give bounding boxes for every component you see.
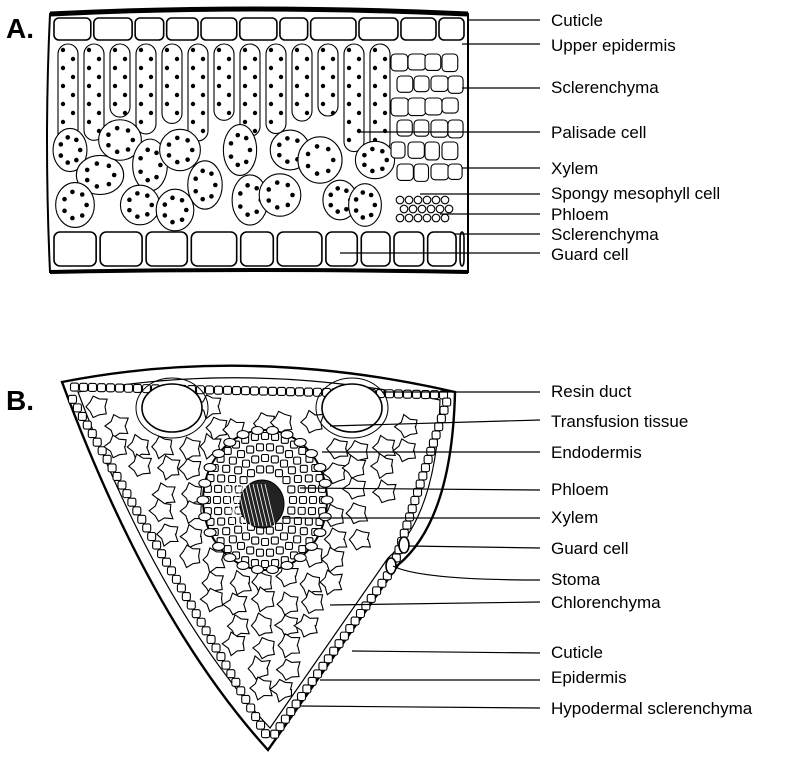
label-cuticle-b: Cuticle (551, 643, 603, 662)
lower-epidermis-cell (146, 232, 187, 266)
panel-b-needle-section (62, 366, 455, 750)
guard-cell-b1 (399, 537, 409, 553)
panel-b-letter: B. (6, 385, 34, 416)
label-palisade-cell: Palisade cell (551, 123, 646, 142)
lower-epidermis-cell (394, 232, 424, 266)
lower-epidermis-cell (54, 232, 96, 266)
label-guard-cell-b: Guard cell (551, 539, 628, 558)
palisade-cell (214, 44, 234, 120)
label-resin-duct: Resin duct (551, 382, 632, 401)
epidermis-cell (94, 18, 132, 40)
epidermis-cell (167, 18, 198, 40)
palisade-cell (136, 44, 156, 134)
label-phloem-a: Phloem (551, 205, 609, 224)
panel-a-leaf-section (47, 9, 468, 272)
lower-epidermis-cell (241, 232, 274, 266)
epidermis-cell (359, 18, 398, 40)
lower-epidermis-cell (100, 232, 142, 266)
epidermis-cell (201, 18, 237, 40)
epidermis-cell (401, 18, 436, 40)
palisade-cell (266, 44, 286, 133)
label-guard-cell-a: Guard cell (551, 245, 628, 264)
palisade-cell (162, 44, 182, 123)
lower-epidermis-cell (428, 232, 456, 266)
lower-epidermis-cells (54, 232, 464, 266)
guard-cell-b2 (386, 558, 396, 574)
label-spongy-mesophyll-cell: Spongy mesophyll cell (551, 184, 720, 203)
lower-epidermis-cell (326, 232, 357, 266)
label-sclerenchyma-a2: Sclerenchyma (551, 225, 659, 244)
panel-a-labels: Cuticle Upper epidermis Sclerenchyma Pal… (551, 11, 720, 264)
epidermis-cell (439, 18, 464, 40)
palisade-cell (292, 44, 312, 121)
label-hypodermal-sclerenchyma: Hypodermal sclerenchyma (551, 699, 753, 718)
panel-a-letter: A. (6, 13, 34, 44)
palisade-cell (370, 44, 390, 153)
label-transfusion-tissue: Transfusion tissue (551, 412, 688, 431)
epidermis-cell (240, 18, 277, 40)
label-endodermis: Endodermis (551, 443, 642, 462)
label-upper-epidermis: Upper epidermis (551, 36, 676, 55)
upper-epidermis-cells (54, 18, 464, 40)
label-xylem-b: Xylem (551, 508, 598, 527)
epidermis-cell (311, 18, 356, 40)
label-cuticle-a: Cuticle (551, 11, 603, 30)
lower-epidermis-cell (361, 232, 390, 266)
label-xylem-a: Xylem (551, 159, 598, 178)
palisade-cell (318, 44, 338, 116)
label-stoma: Stoma (551, 570, 601, 589)
resin-duct-left (142, 384, 202, 432)
epidermis-cell (135, 18, 164, 40)
label-phloem-b: Phloem (551, 480, 609, 499)
lower-epidermis-cell (460, 232, 464, 266)
palisade-cell (344, 44, 364, 152)
lower-epidermis-cell (191, 232, 236, 266)
label-epidermis-b: Epidermis (551, 668, 627, 687)
epidermis-cell (54, 18, 91, 40)
epidermis-cell (280, 18, 308, 40)
panel-b-labels: Resin duct Transfusion tissue Endodermis… (551, 382, 753, 718)
label-sclerenchyma-a1: Sclerenchyma (551, 78, 659, 97)
label-chlorenchyma: Chlorenchyma (551, 593, 661, 612)
palisade-cell (110, 44, 130, 117)
lower-epidermis-cell (277, 232, 322, 266)
